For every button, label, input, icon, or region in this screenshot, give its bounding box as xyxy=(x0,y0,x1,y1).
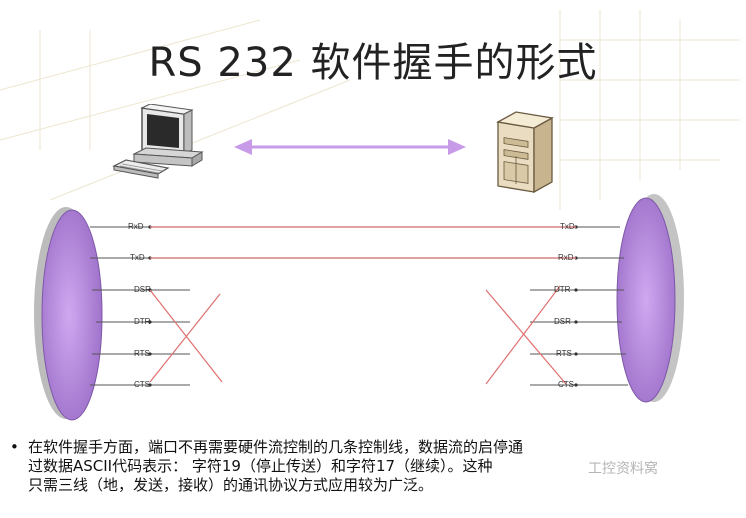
right-pin-label: DTR xyxy=(554,285,571,294)
left-pin-label: RTS xyxy=(134,349,150,358)
caption-line: 只需三线（地，发送，接收）的通讯协议方式应用较为广泛。 xyxy=(28,476,434,494)
left-pin-dots xyxy=(148,225,152,387)
left-pin-label: RxD xyxy=(128,222,144,231)
bidirectional-arrow xyxy=(234,139,466,155)
right-pin-label: RTS xyxy=(556,349,572,358)
right-pin-label: TxD xyxy=(560,222,575,231)
right-cross-line-b xyxy=(485,285,561,385)
left-pin-label: CTS xyxy=(134,380,150,389)
server-icon xyxy=(496,111,554,194)
right-pin-label: DSR xyxy=(554,317,571,326)
caption-line: 过数据ASCII代码表示： 字符19（停止传送）和字符17（继续）。这种 xyxy=(28,457,493,475)
left-connector xyxy=(41,209,103,421)
left-cross-line-b xyxy=(149,293,221,383)
right-pin-stubs xyxy=(530,226,628,386)
computer-icon xyxy=(112,104,204,179)
watermark: 工控资料窝 xyxy=(588,461,658,477)
left-pin-stubs xyxy=(90,226,190,386)
left-pin-label: TxD xyxy=(130,253,145,262)
right-cross-line-a xyxy=(485,289,567,385)
left-pin-label: DSR xyxy=(134,285,151,294)
caption-line: 在软件握手方面，端口不再需要硬件流控制的几条控制线，数据流的启停通 xyxy=(28,438,524,456)
caption-text: • 在软件握手方面，端口不再需要硬件流控制的几条控制线，数据流的启停通 过数据A… xyxy=(10,438,728,495)
right-pin-label: RxD xyxy=(558,253,574,262)
page-title: RS 232 软件握手的形式 xyxy=(148,40,598,86)
right-connector xyxy=(616,197,676,403)
caption-bullet: • xyxy=(10,438,19,456)
left-pin-label: DTR xyxy=(134,317,151,326)
right-pin-dots xyxy=(574,225,578,387)
right-pin-label: CTS xyxy=(558,380,574,389)
